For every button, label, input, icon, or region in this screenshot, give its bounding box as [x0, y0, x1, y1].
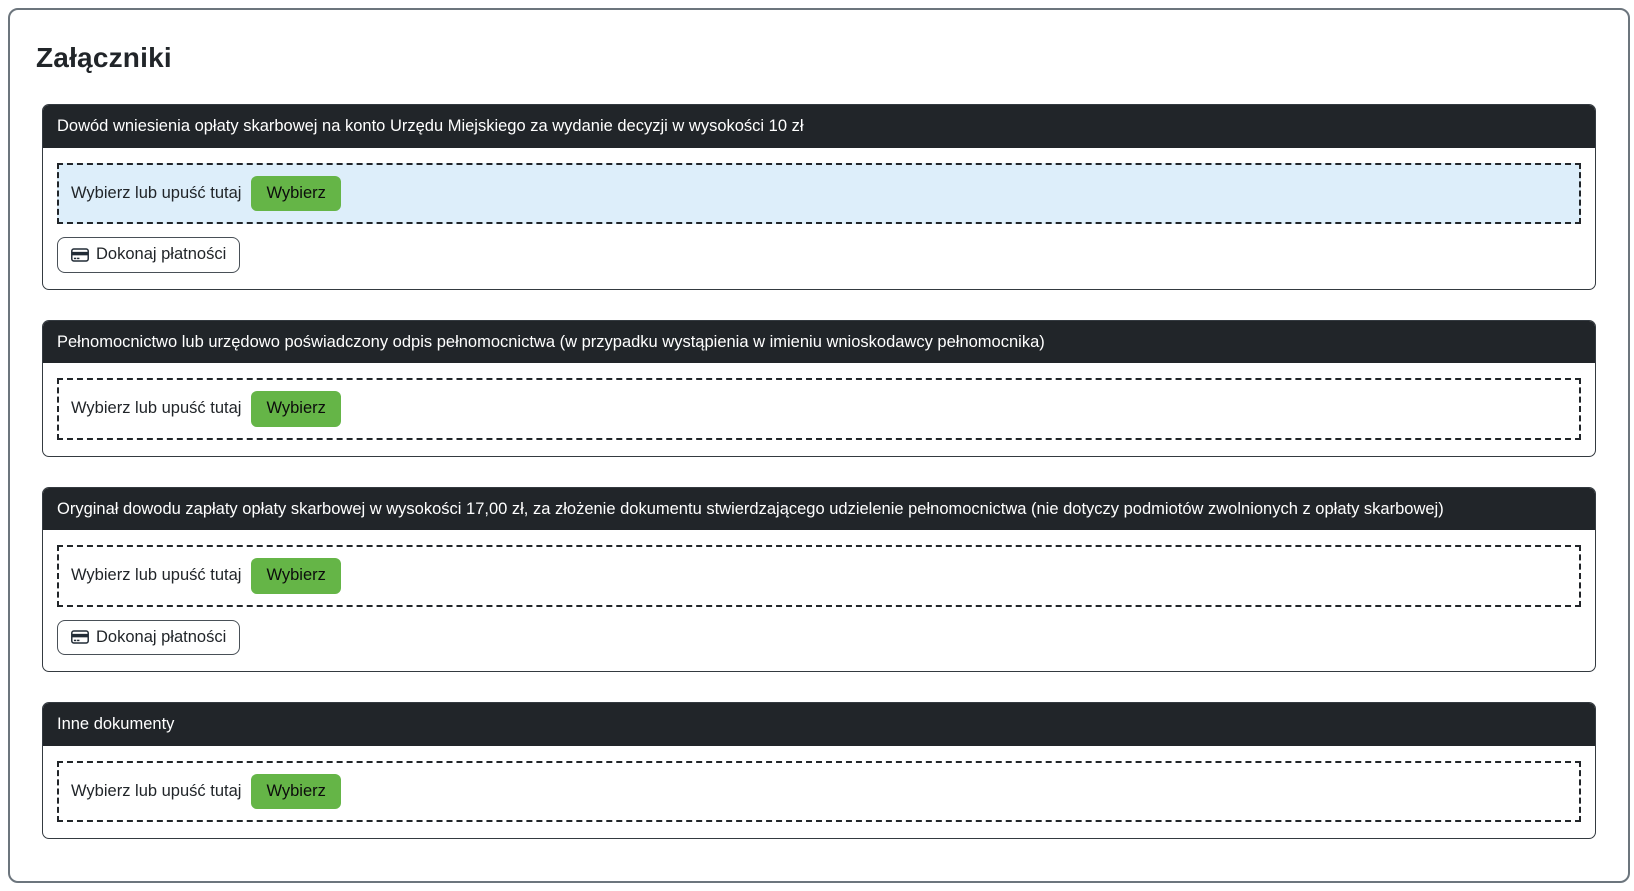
choose-file-button[interactable]: Wybierz [251, 773, 341, 810]
file-dropzone[interactable]: Wybierz lub upuść tutaj Wybierz [57, 162, 1581, 225]
file-dropzone[interactable]: Wybierz lub upuść tutaj Wybierz [57, 545, 1581, 607]
dropzone-prompt: Wybierz lub upuść tutaj [71, 781, 242, 800]
attachment-section: Pełnomocnictwo lub urzędowo poświadczony… [42, 319, 1596, 457]
dropzone-prompt: Wybierz lub upuść tutaj [71, 183, 242, 202]
attachment-section: Oryginał dowodu zapłaty opłaty skarbowej… [42, 486, 1596, 673]
attachment-section: Inne dokumenty Wybierz lub upuść tutaj W… [42, 702, 1596, 840]
attachment-section-header: Pełnomocnictwo lub urzędowo poświadczony… [43, 320, 1595, 364]
attachments-panel: Załączniki Dowód wniesienia opłaty skarb… [8, 8, 1630, 883]
payment-button-label: Dokonaj płatności [96, 245, 227, 264]
credit-card-icon [71, 246, 89, 264]
attachment-section-header: Dowód wniesienia opłaty skarbowej na kon… [43, 105, 1595, 148]
attachment-section-header: Inne dokumenty [43, 703, 1595, 746]
make-payment-button[interactable]: Dokonaj płatności [57, 619, 241, 656]
sections-container: Dowód wniesienia opłaty skarbowej na kon… [36, 104, 1602, 840]
file-dropzone[interactable]: Wybierz lub upuść tutaj Wybierz [57, 760, 1581, 823]
make-payment-button[interactable]: Dokonaj płatności [57, 237, 241, 273]
choose-file-button[interactable]: Wybierz [251, 391, 341, 427]
attachment-section: Dowód wniesienia opłaty skarbowej na kon… [42, 104, 1596, 290]
file-dropzone[interactable]: Wybierz lub upuść tutaj Wybierz [57, 378, 1581, 440]
dropzone-prompt: Wybierz lub upuść tutaj [71, 399, 242, 418]
attachment-section-body: Wybierz lub upuść tutaj Wybierz [43, 363, 1595, 455]
attachment-section-header: Oryginał dowodu zapłaty opłaty skarbowej… [43, 487, 1595, 531]
payment-button-label: Dokonaj płatności [96, 627, 227, 646]
page-title: Załączniki [36, 42, 172, 73]
attachment-section-body: Wybierz lub upuść tutaj Wybierz Dokonaj … [43, 530, 1595, 671]
attachment-section-body: Wybierz lub upuść tutaj Wybierz [43, 746, 1595, 838]
choose-file-button[interactable]: Wybierz [251, 558, 341, 594]
attachment-section-body: Wybierz lub upuść tutaj Wybierz Dokonaj … [43, 148, 1595, 289]
dropzone-prompt: Wybierz lub upuść tutaj [71, 566, 242, 585]
credit-card-icon [71, 628, 89, 646]
choose-file-button[interactable]: Wybierz [251, 175, 341, 212]
